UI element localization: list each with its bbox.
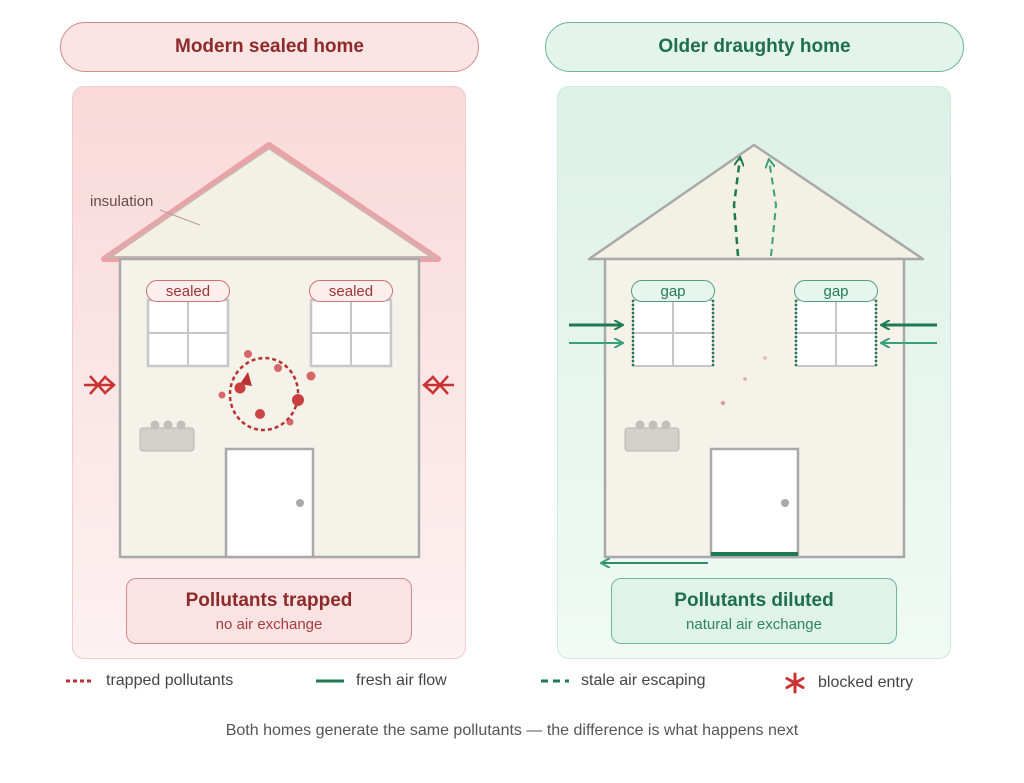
blocked-entry-right <box>422 375 454 395</box>
dotted-red-line-icon <box>66 679 94 683</box>
trapped-pollutants <box>218 350 316 432</box>
sealed-status-box: Pollutants trapped no air exchange <box>126 578 412 644</box>
legend-trapped: trapped pollutants <box>66 672 233 690</box>
dashed-green-line-icon <box>541 679 569 683</box>
sealed-label-left: sealed <box>146 280 230 302</box>
draughty-home-title: Older draughty home <box>545 22 964 72</box>
legend-fresh-label: fresh air flow <box>356 672 447 689</box>
legend-blocked: blocked entry <box>784 672 913 694</box>
sealed-status-sub: no air exchange <box>215 615 323 633</box>
legend-stale: stale air escaping <box>541 672 706 690</box>
fresh-air-in-right <box>882 325 937 343</box>
sealed-door <box>224 447 315 559</box>
caption: Both homes generate the same pollutants … <box>225 722 799 739</box>
asterisk-icon <box>785 672 805 694</box>
draughty-roof <box>587 143 925 261</box>
gap-label-right: gap <box>794 280 878 302</box>
draughty-status-box: Pollutants diluted natural air exchange <box>611 578 897 644</box>
draughty-status-sub: natural air exchange <box>686 615 822 633</box>
gap-label-left: gap <box>631 280 715 302</box>
legend-stale-label: stale air escaping <box>581 672 706 689</box>
insulation-label: insulation <box>90 193 154 210</box>
legend-blocked-label: blocked entry <box>818 674 914 691</box>
draughty-house <box>569 143 937 563</box>
draughty-door <box>709 447 800 559</box>
sealed-window-right <box>309 298 393 368</box>
fresh-air-in-left <box>569 325 622 343</box>
sealed-roof <box>101 142 441 262</box>
draughty-window-left <box>631 299 715 367</box>
sealed-home-title: Modern sealed home <box>60 22 479 72</box>
stale-air-escaping <box>732 158 740 257</box>
blocked-entry-left <box>84 375 116 395</box>
draughty-stove <box>624 420 680 452</box>
sealed-status-main: Pollutants trapped <box>185 589 353 611</box>
sealed-window-left <box>146 298 230 368</box>
sealed-stove <box>139 420 195 452</box>
legend-trapped-label: trapped pollutants <box>106 672 234 689</box>
sealed-label-right: sealed <box>309 280 393 302</box>
draughty-status-main: Pollutants diluted <box>674 589 834 611</box>
legend-fresh: fresh air flow <box>316 672 447 690</box>
draughty-window-right <box>794 299 878 367</box>
sealed-house <box>84 142 454 559</box>
solid-green-line-icon <box>316 679 344 683</box>
